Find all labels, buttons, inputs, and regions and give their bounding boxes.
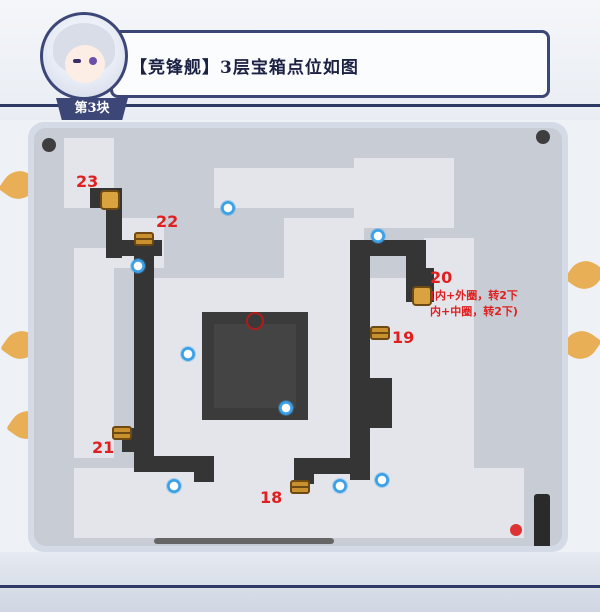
map-frame: 23 22 21 20 19 18 (内+外圈，转2下 内+中圈，转2下): [28, 122, 568, 552]
chest-label-18: 18: [260, 488, 283, 507]
corridor: [350, 240, 370, 480]
room-block: [74, 248, 114, 458]
footer-stripe: [0, 585, 600, 588]
central-hall-inner: [214, 324, 296, 408]
waypoint-icon[interactable]: [220, 200, 236, 216]
waypoint-icon[interactable]: [370, 228, 386, 244]
map-floorplan: [64, 138, 524, 538]
corridor: [370, 378, 392, 428]
waypoint-icon[interactable]: [180, 346, 196, 362]
avatar-eye: [73, 59, 81, 63]
chest-icon[interactable]: [290, 480, 310, 494]
chest-icon[interactable]: [134, 232, 154, 246]
header-stripe: [0, 104, 600, 107]
room-block: [214, 168, 354, 208]
autumn-leaf-icon: [564, 254, 600, 296]
waypoint-icon[interactable]: [332, 478, 348, 494]
room-block: [354, 158, 454, 228]
player-marker-icon[interactable]: [246, 312, 264, 330]
avatar-eye: [89, 57, 97, 65]
avatar: [40, 12, 128, 100]
page-background-bottom: [0, 552, 600, 612]
page-title: 【竞锋舰】3层宝箱点位如图: [130, 58, 359, 78]
chest-label-22: 22: [156, 212, 179, 231]
puzzle-chest-icon[interactable]: [100, 190, 120, 210]
waypoint-icon[interactable]: [166, 478, 182, 494]
waypoint-icon[interactable]: [278, 400, 294, 416]
chest-20-note-line1: (内+外圈，转2下: [430, 289, 518, 302]
chest-label-21: 21: [92, 438, 115, 457]
corridor: [134, 240, 154, 470]
chest-label-23: 23: [76, 172, 99, 191]
avatar-face: [65, 45, 105, 83]
chest-label-19: 19: [392, 328, 415, 347]
map-scrollbar[interactable]: [154, 538, 334, 544]
chest-icon[interactable]: [370, 326, 390, 340]
alert-icon[interactable]: [510, 524, 522, 536]
chest-20-note-line2: 内+中圈，转2下): [430, 305, 518, 318]
corridor: [194, 456, 214, 482]
game-map[interactable]: 23 22 21 20 19 18 (内+外圈，转2下 内+中圈，转2下): [34, 128, 562, 546]
chest-label-20: 20: [430, 268, 453, 287]
header-banner: [110, 30, 550, 98]
section-tag: 第3块: [56, 98, 128, 120]
puzzle-chest-icon[interactable]: [412, 286, 432, 306]
waypoint-icon[interactable]: [374, 472, 390, 488]
map-corner-button[interactable]: [536, 130, 550, 144]
corridor: [294, 458, 314, 484]
map-corner-button[interactable]: [42, 138, 56, 152]
chest-icon[interactable]: [112, 426, 132, 440]
map-side-panel[interactable]: [534, 494, 550, 546]
waypoint-icon[interactable]: [130, 258, 146, 274]
